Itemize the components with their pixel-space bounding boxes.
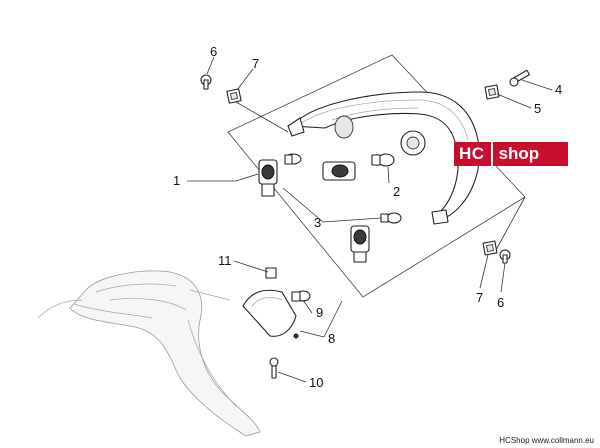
- screw-6-right: [499, 249, 511, 264]
- callout-6b: 6: [497, 295, 504, 310]
- bulb-center: [371, 153, 395, 167]
- watermark-shop-text: shop: [492, 144, 540, 164]
- callout-6: 6: [210, 44, 217, 59]
- callout-5: 5: [534, 101, 541, 116]
- clip-11: [265, 267, 277, 279]
- callout-7: 7: [252, 56, 259, 71]
- watermark-divider: [490, 142, 493, 166]
- bulb-left: [284, 153, 302, 165]
- callout-11: 11: [218, 253, 232, 268]
- callout-8: 8: [328, 331, 335, 346]
- footer-credit: HCShop www.collmann.eu: [499, 436, 594, 445]
- screw-10: [269, 357, 279, 379]
- license-plate-light: [242, 289, 299, 339]
- callout-9: 9: [316, 305, 323, 320]
- bulb-holder-bottom: [350, 225, 370, 263]
- bulb-9: [291, 290, 311, 302]
- tail-light-housing: [287, 91, 480, 225]
- clip-5: [484, 84, 500, 100]
- watermark-hc-text: HC: [459, 144, 485, 163]
- callout-3: 3: [314, 215, 321, 230]
- callout-2: 2: [393, 184, 400, 199]
- hcshop-watermark: HC shop: [454, 142, 568, 166]
- callout-1: 1: [173, 173, 180, 188]
- bulb-holder-center: [322, 161, 356, 181]
- callout-4: 4: [555, 82, 562, 97]
- screw-6-top: [200, 74, 212, 90]
- screw-4: [509, 69, 530, 87]
- leader-lines: [187, 56, 553, 383]
- clip-7-top: [226, 88, 242, 104]
- rear-mudguard-outline: [37, 270, 261, 437]
- bulb-right: [380, 212, 402, 224]
- clip-7-right: [482, 240, 498, 256]
- callout-7b: 7: [476, 290, 483, 305]
- bulb-holder-left: [258, 159, 278, 197]
- callout-10: 10: [309, 375, 323, 390]
